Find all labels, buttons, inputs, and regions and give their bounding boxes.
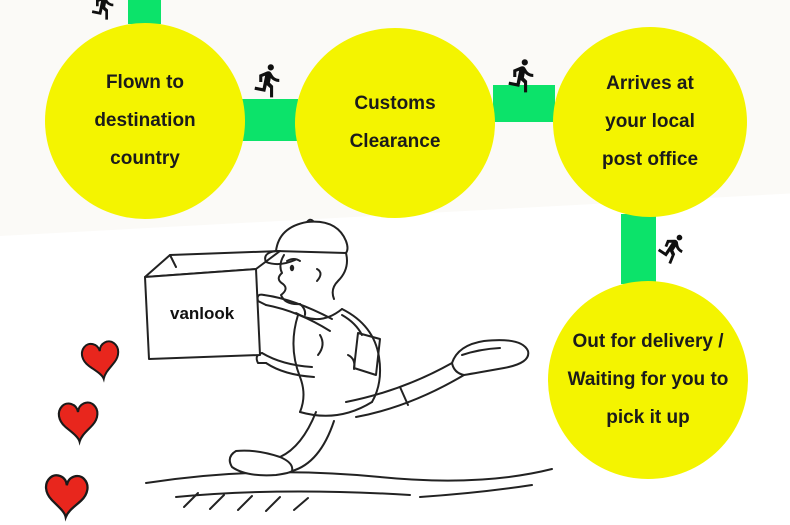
step-line: Clearance xyxy=(349,131,441,152)
runner-icon xyxy=(91,0,114,20)
head-sketch xyxy=(264,218,349,316)
parcel-box: vanlook xyxy=(144,250,281,360)
connector-step3-step4 xyxy=(621,214,656,284)
connector-top-left xyxy=(128,0,161,24)
step-line: Out for delivery / xyxy=(572,331,724,352)
step-line: Arrives at xyxy=(606,73,694,94)
ground-sketch xyxy=(145,468,553,512)
step-line: country xyxy=(110,148,180,169)
step-line: Customs xyxy=(354,93,436,114)
step-line: Flown to xyxy=(105,72,185,93)
step-line: your local xyxy=(605,111,695,132)
legs-sketch xyxy=(228,339,530,477)
step-circle-flown: Flown to destination country xyxy=(45,23,245,219)
step-line: Waiting for you to xyxy=(567,369,729,390)
step-line: destination xyxy=(94,110,196,131)
runner-icon xyxy=(508,59,534,93)
connector-step2-step3 xyxy=(493,85,555,122)
step-circle-delivery: Out for delivery / Waiting for you to pi… xyxy=(548,281,748,479)
step-circle-customs: Customs Clearance xyxy=(295,28,495,218)
connector-step1-step2 xyxy=(242,99,298,141)
runner-icon xyxy=(254,64,280,98)
step-line: post office xyxy=(601,149,699,170)
delivery-man-sketch: vanlook xyxy=(144,218,553,512)
step-line: pick it up xyxy=(606,407,690,428)
step-circle-post-office: Arrives at your local post office xyxy=(553,27,747,217)
box-label: vanlook xyxy=(170,304,235,323)
torso-sketch xyxy=(292,308,382,417)
runner-icon xyxy=(655,229,688,267)
